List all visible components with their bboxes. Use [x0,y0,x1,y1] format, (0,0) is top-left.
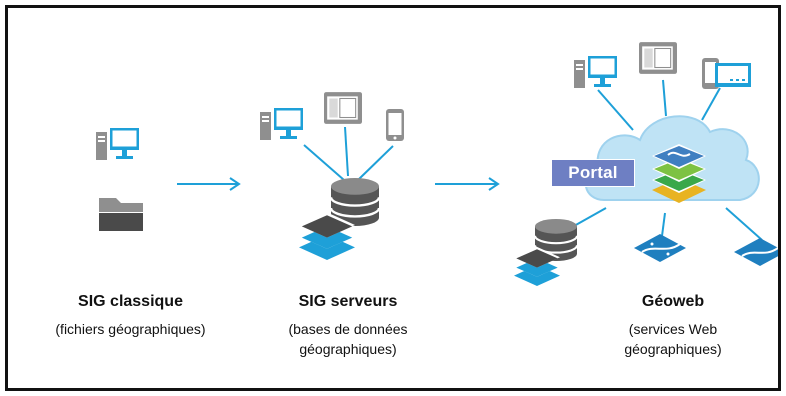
connection-lines [303,126,394,181]
map-tile-icon [734,238,778,266]
tablet-icon [324,92,362,124]
stage-subtitle: (bases de données géographiques) [288,321,408,357]
desktop-computer-icon [574,56,617,88]
stage-subtitle: (services Web géographiques) [624,321,722,357]
stage-caption-sig-serveurs: SIG serveurs (bases de données géographi… [268,291,428,359]
arrow-right-icon [435,177,500,191]
map-layers-icon [652,144,706,203]
stage-title: Géoweb [641,293,705,310]
stage-caption-sig-classique: SIG classique (fichiers géographiques) [28,291,233,339]
phone-icon [386,109,404,141]
portal-badge: Portal [551,159,635,187]
stage-subtitle: (fichiers géographiques) [55,321,206,337]
stage-title: SIG serveurs [298,293,398,310]
tablet-icon [702,58,751,89]
map-tile-icon [634,234,686,262]
stage-title: SIG classique [78,293,183,310]
desktop-computer-icon [260,108,303,140]
connection-lines [573,79,763,241]
diagram-frame: Portal SIG classique (fichiers géographi… [5,5,781,391]
arrow-right-icon [177,177,241,191]
folder-icon [99,198,143,231]
tablet-icon [639,42,677,74]
stage-caption-geoweb: Géoweb (services Web géographiques) [598,291,748,359]
desktop-computer-icon [96,128,139,160]
